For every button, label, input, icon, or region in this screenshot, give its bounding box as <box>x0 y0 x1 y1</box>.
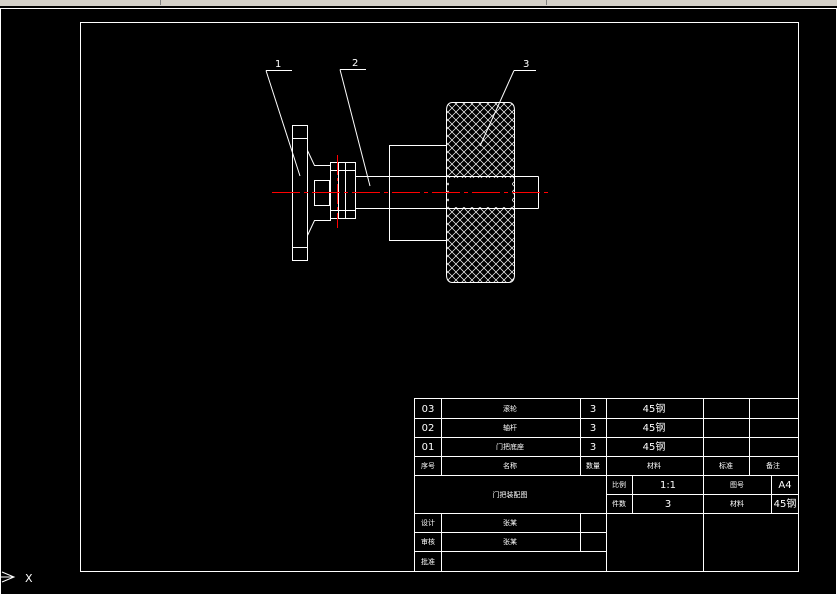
bom-header-note: 备注 <box>766 461 780 470</box>
bom-material-03: 45钢 <box>643 402 666 415</box>
drawing-name: 门把装配图 <box>493 490 528 499</box>
checker-label: 审核 <box>421 537 435 546</box>
bom-qty-01: 3 <box>590 442 596 453</box>
bom-qty-03: 3 <box>590 404 596 415</box>
count-label: 件数 <box>612 499 626 508</box>
material-label: 材料 <box>730 499 744 508</box>
balloon-3: 3 <box>523 59 529 70</box>
designer-value: 张某 <box>503 518 517 527</box>
title-block: 03 滚轮 3 45钢 02 轴杆 3 45钢 01 门把底座 3 45钢 序号… <box>414 398 799 572</box>
toolbar-segment[interactable] <box>166 0 547 5</box>
bom-qty-02: 3 <box>590 423 596 434</box>
bom-header-standard: 标准 <box>719 461 733 470</box>
bom-material-01: 45钢 <box>643 440 666 453</box>
designer-label: 设计 <box>421 518 435 527</box>
bom-header-qty: 数量 <box>586 461 600 470</box>
scale-label: 比例 <box>612 480 626 489</box>
bom-name-02: 轴杆 <box>503 423 517 432</box>
bom-header-name: 名称 <box>503 461 517 470</box>
bom-name-03: 滚轮 <box>503 404 517 413</box>
ucs-x-label: X <box>25 572 33 585</box>
toolbar-segment[interactable] <box>0 0 161 5</box>
material-value: 45钢 <box>774 497 797 510</box>
sheet-label: 图号 <box>730 481 744 489</box>
bom-header-material: 材料 <box>647 461 661 470</box>
bom-name-01: 门把底座 <box>496 442 524 451</box>
count-value: 3 <box>665 499 671 510</box>
ucs-axis-icon <box>0 571 16 583</box>
scale-value: 1:1 <box>660 480 676 491</box>
balloon-1: 1 <box>275 59 281 70</box>
bom-material-02: 45钢 <box>643 421 666 434</box>
bom-no-02: 02 <box>422 423 435 434</box>
sheet-value: A4 <box>778 480 791 491</box>
bom-no-03: 03 <box>422 404 435 415</box>
checker-value: 张某 <box>503 537 517 546</box>
leader-lines <box>265 69 536 187</box>
assembly-drawing <box>292 102 539 283</box>
drawing-frame <box>80 22 799 572</box>
bom-no-01: 01 <box>422 442 435 453</box>
window-top-strip <box>0 0 837 6</box>
balloon-labels: 1 2 3 <box>275 58 529 70</box>
balloon-2: 2 <box>352 58 358 69</box>
centerlines <box>272 155 548 228</box>
collar-nut <box>330 162 356 219</box>
approver-label: 批准 <box>421 557 435 566</box>
sheet-outer-border <box>0 8 837 595</box>
bom-header-no: 序号 <box>421 461 435 470</box>
